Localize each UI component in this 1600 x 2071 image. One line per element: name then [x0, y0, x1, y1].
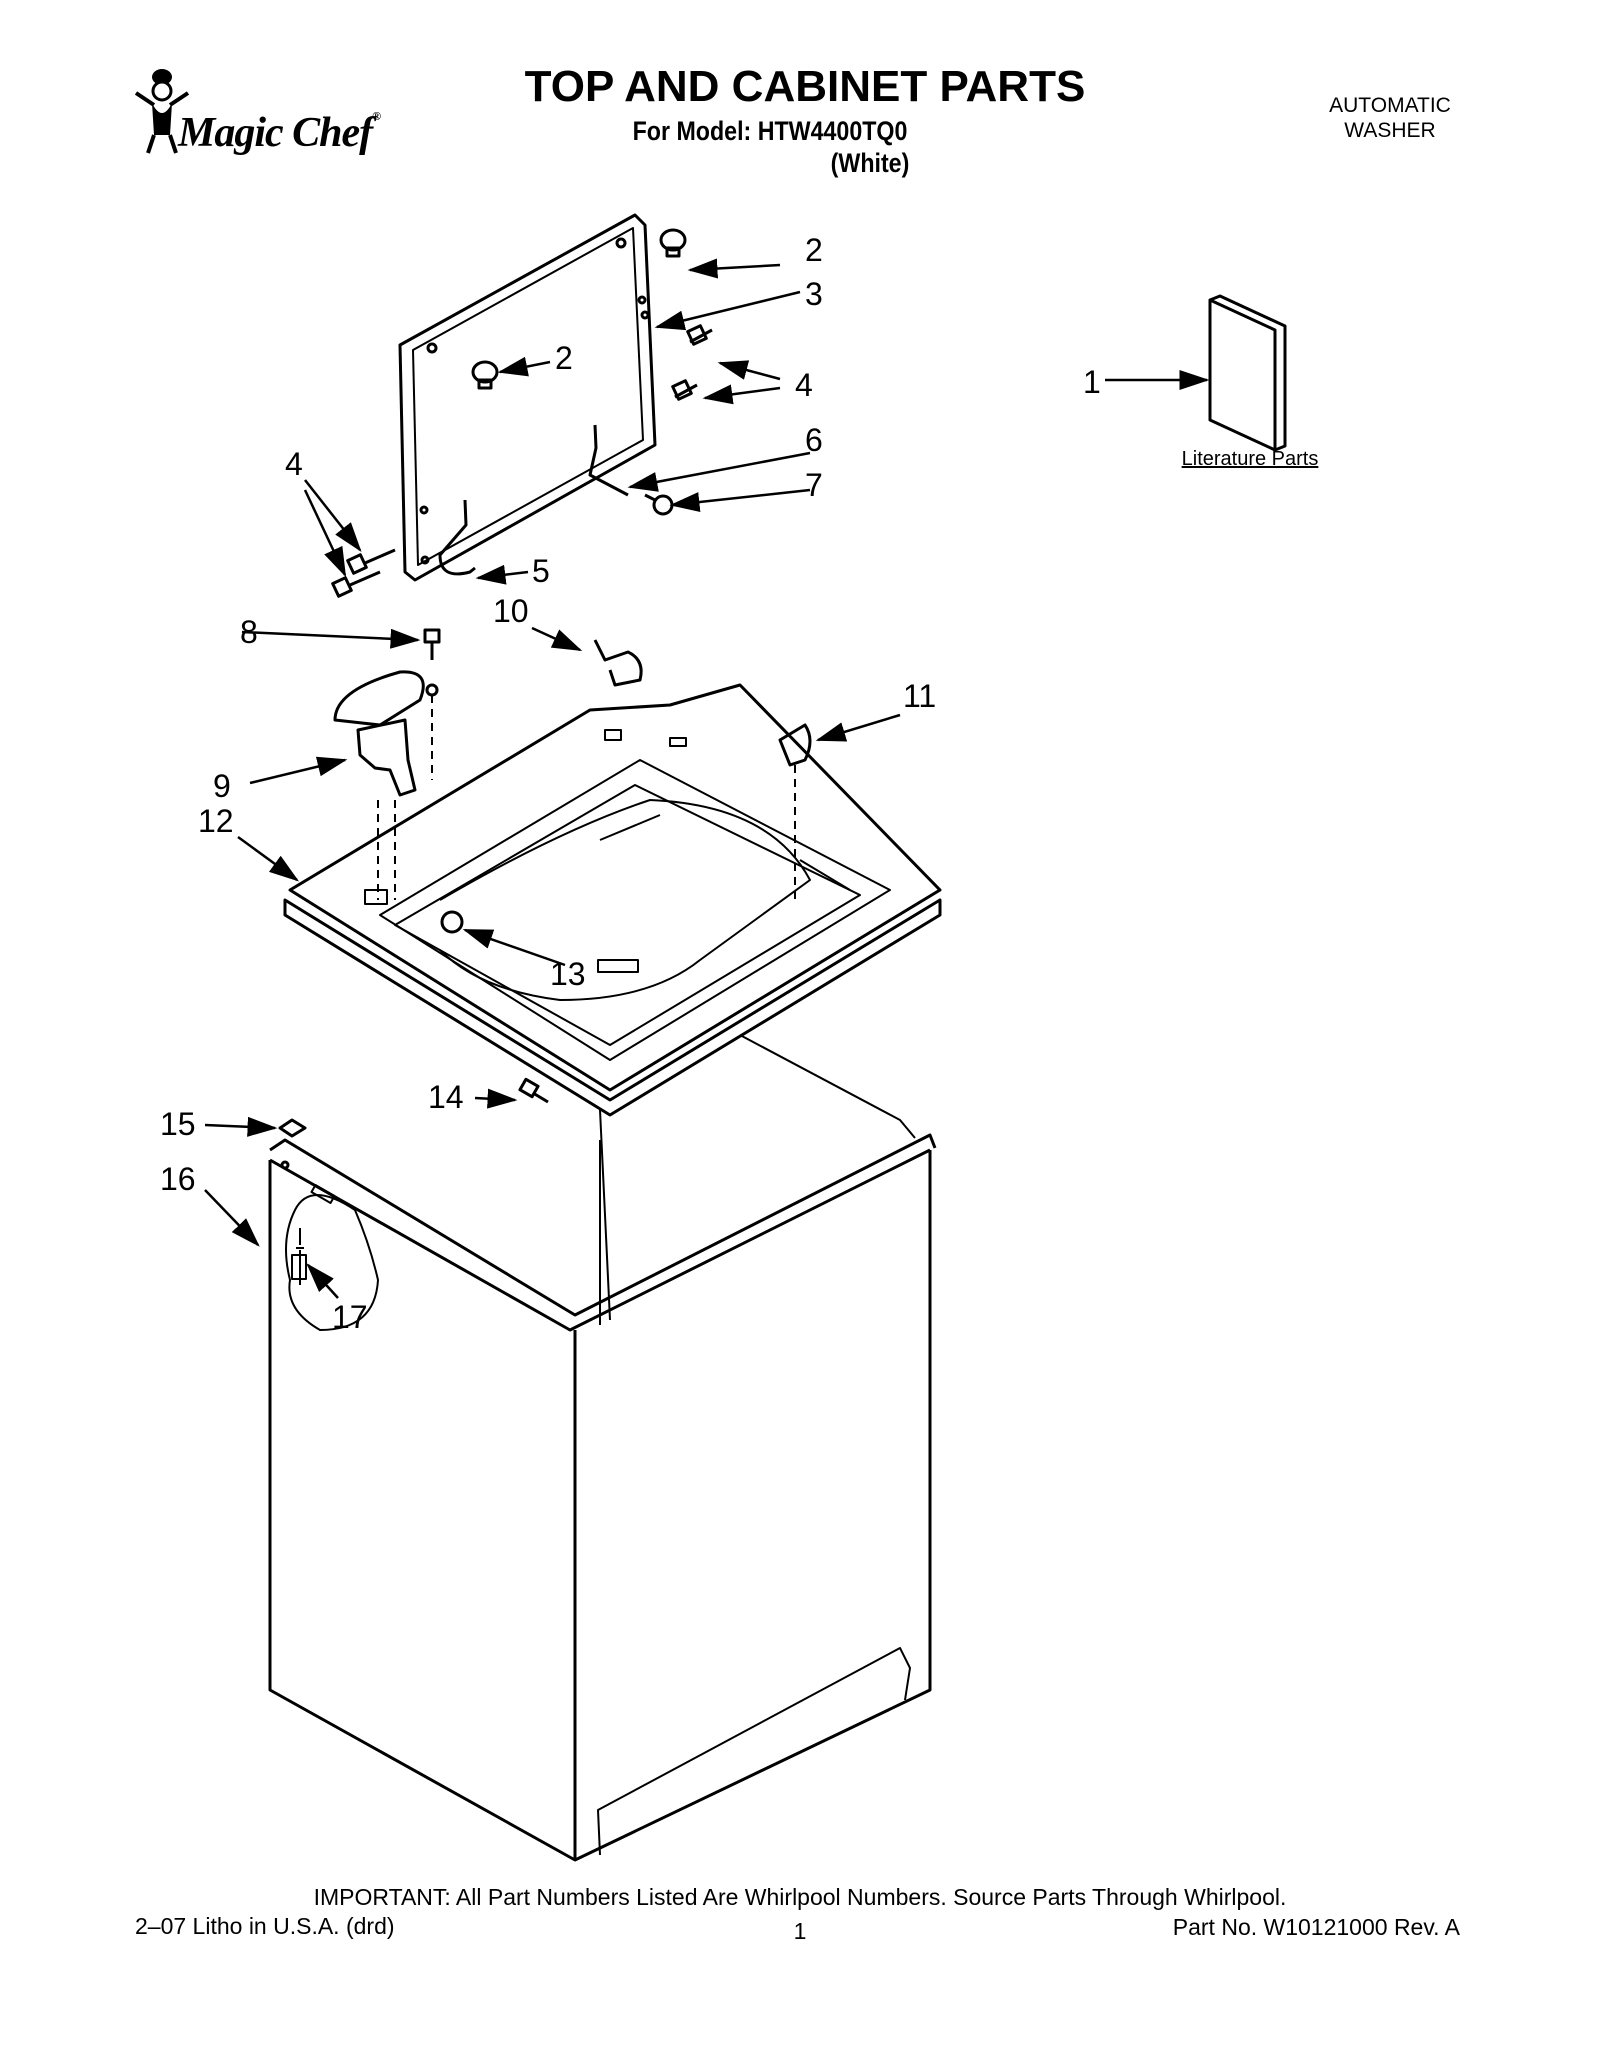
callout-1: 1	[1083, 364, 1101, 400]
screw-14	[518, 1077, 549, 1104]
callout-17: 17	[332, 1299, 368, 1335]
lid-actuator	[778, 723, 812, 767]
callout-12: 12	[198, 803, 234, 839]
hinge-bar-right	[588, 424, 629, 497]
callout-10: 10	[493, 593, 529, 629]
page-title: TOP AND CABINET PARTS	[524, 62, 1086, 111]
callout-16: 16	[160, 1161, 196, 1197]
hinge-screw-right-2	[671, 379, 698, 401]
callout-6: 6	[805, 422, 823, 458]
callout-4a: 4	[795, 367, 813, 403]
lid-frame	[398, 213, 657, 582]
chef-mascot-icon	[134, 69, 190, 154]
part-number: Part No. W10121000 Rev. A	[1172, 1914, 1460, 1940]
literature-parts-label: Literature Parts	[1181, 448, 1319, 470]
lid-switch	[333, 670, 433, 900]
washer-top	[283, 683, 942, 1117]
callout-2b: 2	[555, 340, 573, 376]
callout-11: 11	[903, 678, 936, 714]
hinge-screw-right-1	[686, 324, 713, 346]
callout-14: 14	[428, 1079, 464, 1115]
callout-2a: 2	[805, 232, 823, 268]
brand-name: Magic Chef®	[178, 109, 381, 156]
callout-5: 5	[532, 553, 550, 589]
callout-15: 15	[160, 1106, 196, 1142]
screw-8	[423, 628, 441, 697]
important-note: IMPORTANT: All Part Numbers Listed Are W…	[313, 1884, 1287, 1910]
hinge-screw-left-1	[346, 548, 396, 575]
clip-15	[278, 1118, 307, 1138]
lid-bumper-left	[471, 360, 499, 390]
callout-3: 3	[805, 276, 823, 312]
brand-logo: Magic Chef®	[130, 65, 430, 165]
cabinet-cutaway	[285, 1194, 379, 1331]
lid-bumper-top	[659, 228, 687, 258]
document-type: AUTOMATIC WASHER	[1329, 94, 1451, 142]
model-color: (White)	[830, 148, 910, 178]
callout-13: 13	[550, 956, 586, 992]
cabinet	[268, 1034, 937, 1862]
callout-7: 7	[805, 467, 823, 503]
callout-9: 9	[213, 768, 231, 804]
page-number: 1	[793, 1918, 807, 1944]
hinge-bar-left	[438, 499, 476, 576]
bumper-7	[644, 493, 674, 516]
callout-4b: 4	[285, 446, 303, 482]
clip-10	[593, 639, 643, 687]
model-number: For Model: HTW4400TQ0	[632, 116, 908, 146]
literature-booklet	[1208, 294, 1287, 452]
callout-8: 8	[240, 614, 258, 650]
litho-info: 2–07 Litho in U.S.A. (drd)	[135, 1913, 395, 1939]
hinge-screw-left-2	[331, 570, 381, 598]
